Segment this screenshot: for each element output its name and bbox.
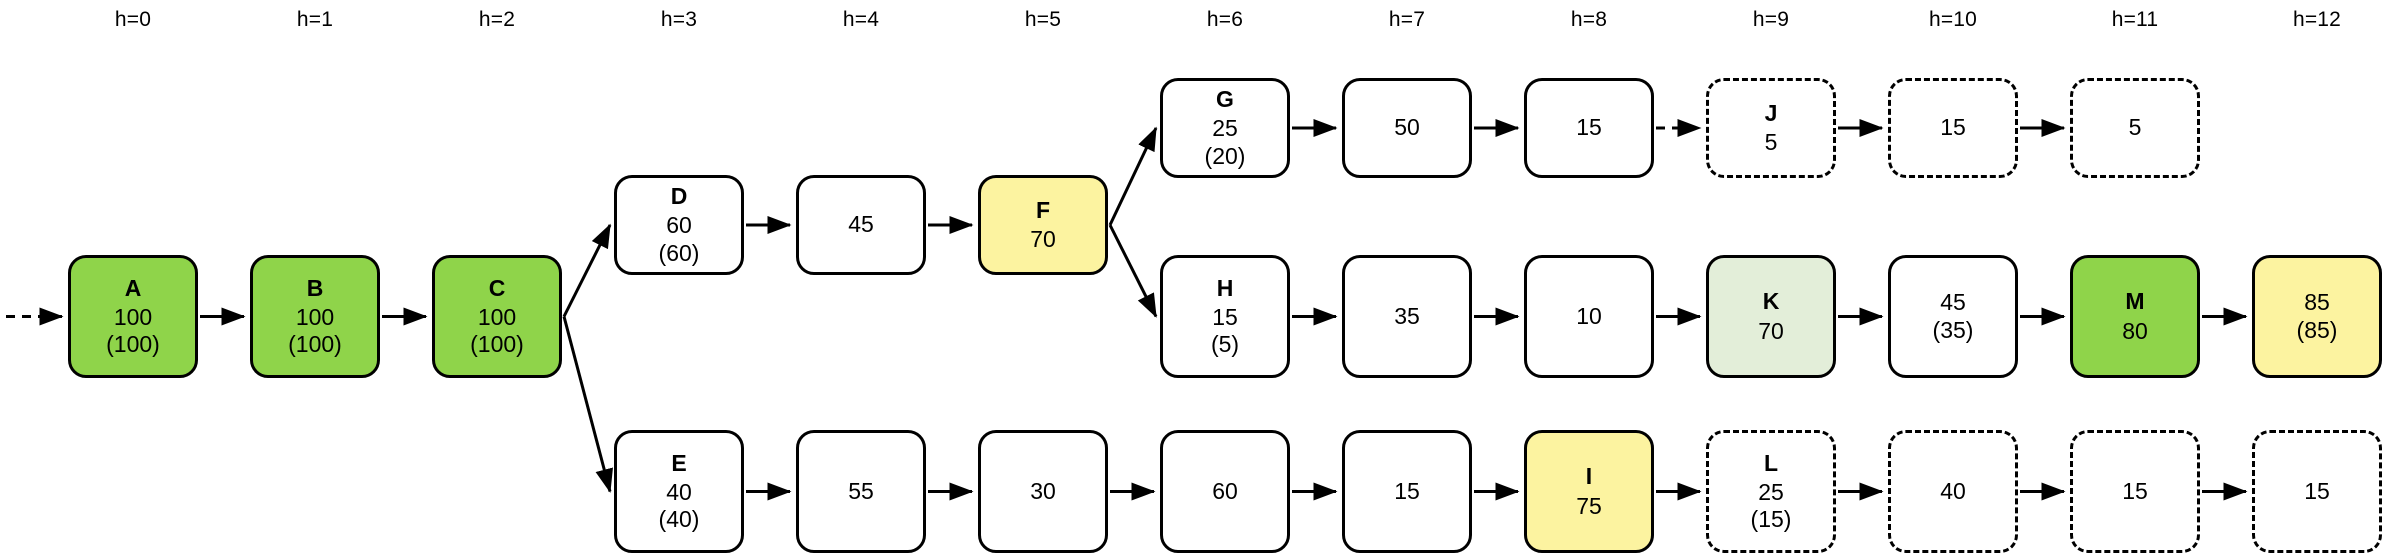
- node-label: D: [670, 183, 688, 210]
- node-value: 40: [1940, 477, 1966, 504]
- node-value: 15: [2304, 477, 2330, 504]
- edge-C-to-E: [562, 316, 613, 493]
- node-D4[interactable]: 45: [796, 175, 926, 275]
- node-value: 80: [2122, 317, 2148, 344]
- edge-C-to-D: [562, 223, 612, 318]
- node-secondary-value: (20): [1204, 142, 1246, 169]
- column-header-11: h=11: [2111, 8, 2159, 31]
- node-label: E: [671, 449, 687, 476]
- node-value: 70: [1030, 226, 1056, 252]
- node-M12[interactable]: 85(85): [2252, 255, 2382, 378]
- node-label: C: [488, 274, 506, 301]
- node-secondary-value: (5): [1210, 331, 1240, 358]
- node-label: A: [124, 274, 142, 301]
- node-F[interactable]: F 70: [978, 175, 1108, 275]
- node-value: 75: [1576, 492, 1602, 519]
- column-header-8: h=8: [1570, 8, 1608, 31]
- column-header-1: h=1: [296, 8, 334, 31]
- column-header-10: h=10: [1928, 8, 1978, 31]
- node-value: 55: [848, 477, 874, 504]
- node-value: 60: [666, 212, 692, 239]
- node-secondary-value: (40): [658, 506, 700, 533]
- column-header-6: h=6: [1206, 8, 1244, 31]
- node-secondary-value: (85): [2296, 316, 2338, 343]
- node-value: 25: [1212, 115, 1238, 142]
- column-header-3: h=3: [660, 8, 698, 31]
- node-value: 85: [2304, 289, 2330, 316]
- node-value: 15: [1212, 303, 1238, 330]
- node-label: L: [1763, 449, 1779, 476]
- column-header-5: h=5: [1024, 8, 1062, 31]
- node-value: 35: [1394, 302, 1420, 329]
- node-value: 100: [295, 303, 335, 330]
- node-E4[interactable]: 55: [796, 430, 926, 553]
- node-secondary-value: (15): [1750, 506, 1792, 533]
- node-value: 5: [1764, 129, 1778, 155]
- node-value: 40: [666, 478, 692, 505]
- edge-F-to-G: [1108, 126, 1158, 226]
- node-value: 50: [1394, 114, 1420, 141]
- column-header-0: h=0: [114, 8, 152, 31]
- node-H7[interactable]: 35: [1342, 255, 1472, 378]
- node-label: H: [1216, 274, 1234, 301]
- node-secondary-value: (100): [470, 331, 524, 358]
- node-G8[interactable]: 15: [1524, 78, 1654, 178]
- edge-F-to-H: [1108, 224, 1158, 318]
- node-L11[interactable]: 15: [2070, 430, 2200, 553]
- column-header-2: h=2: [478, 8, 516, 31]
- node-J11[interactable]: 5: [2070, 78, 2200, 178]
- node-label: F: [1035, 196, 1051, 223]
- node-value: 45: [848, 211, 874, 238]
- node-G7[interactable]: 50: [1342, 78, 1472, 178]
- node-value: 15: [2122, 477, 2148, 504]
- node-label: J: [1764, 99, 1778, 126]
- node-label: B: [306, 274, 324, 301]
- node-value: 15: [1576, 114, 1602, 141]
- node-value: 100: [113, 303, 153, 330]
- node-value: 30: [1030, 477, 1056, 504]
- node-K10[interactable]: 45(35): [1888, 255, 2018, 378]
- node-value: 5: [2128, 114, 2142, 141]
- node-secondary-value: (35): [1932, 316, 1974, 343]
- node-J10[interactable]: 15: [1888, 78, 2018, 178]
- node-E7[interactable]: 15: [1342, 430, 1472, 553]
- node-E5[interactable]: 30: [978, 430, 1108, 553]
- node-label: K: [1762, 288, 1780, 315]
- column-header-7: h=7: [1388, 8, 1426, 31]
- node-E6[interactable]: 60: [1160, 430, 1290, 553]
- node-H8[interactable]: 10: [1524, 255, 1654, 378]
- node-value: 25: [1758, 478, 1784, 505]
- node-L12[interactable]: 15: [2252, 430, 2382, 553]
- node-label: I: [1585, 463, 1593, 490]
- node-value: 10: [1576, 302, 1602, 329]
- column-header-12: h=12: [2292, 8, 2342, 31]
- node-label: M: [2125, 288, 2145, 315]
- node-value: 15: [1394, 477, 1420, 504]
- node-secondary-value: (100): [288, 331, 342, 358]
- node-value: 60: [1212, 477, 1238, 504]
- node-secondary-value: (100): [106, 331, 160, 358]
- column-header-9: h=9: [1752, 8, 1790, 31]
- node-value: 15: [1940, 114, 1966, 141]
- node-secondary-value: (60): [658, 239, 700, 266]
- node-value: 100: [477, 303, 517, 330]
- node-label: G: [1216, 86, 1234, 113]
- column-header-4: h=4: [842, 8, 880, 31]
- node-L10[interactable]: 40: [1888, 430, 2018, 553]
- node-value: 45: [1940, 289, 1966, 316]
- node-value: 70: [1758, 317, 1784, 344]
